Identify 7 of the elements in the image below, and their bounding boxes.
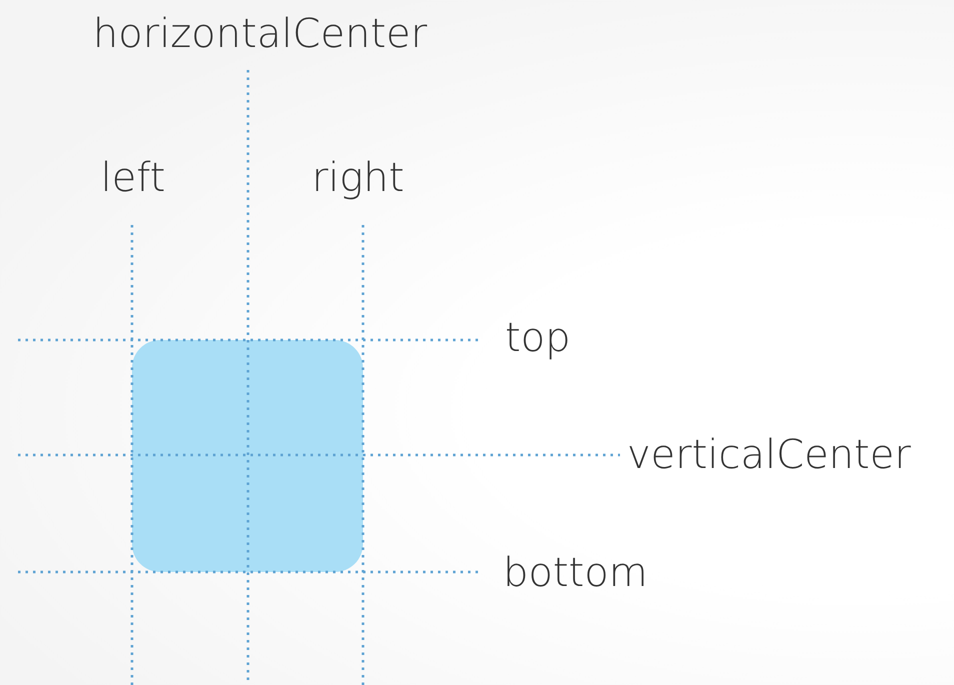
anchor-label: right — [312, 158, 404, 198]
rounded-square — [132, 340, 363, 572]
anchor-label: bottom — [503, 553, 648, 593]
anchor-label: verticalCenter — [627, 435, 911, 475]
anchor-label: left — [100, 158, 166, 198]
anchor-label: top — [505, 318, 571, 358]
anchor-label: horizontalCenter — [92, 14, 428, 54]
